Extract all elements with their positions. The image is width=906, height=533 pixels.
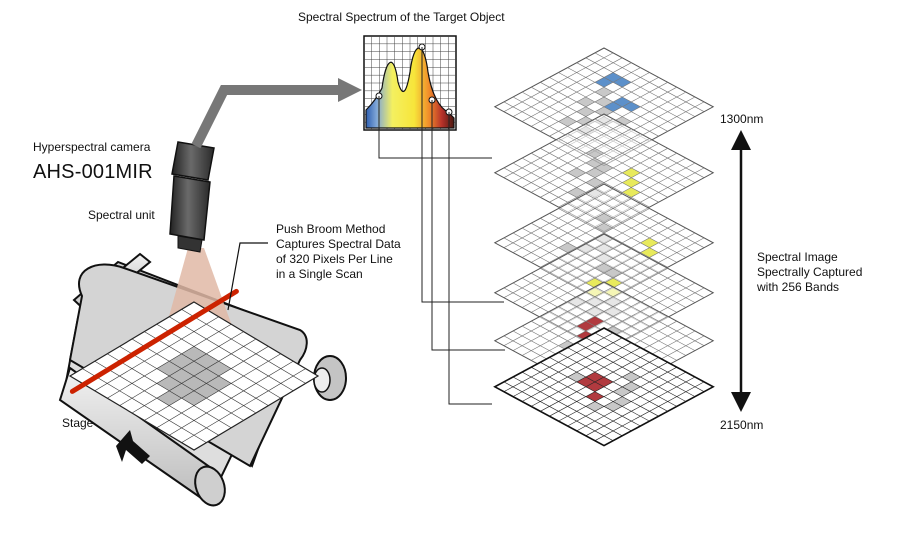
spectral-image-line-2: Spectrally Captured <box>757 265 863 279</box>
stage-label: Stage <box>62 416 94 430</box>
camera-to-spectrum-arrow <box>191 85 340 149</box>
direction-arrow-icon <box>116 430 150 464</box>
scan-line <box>69 288 239 394</box>
wavelength-top-label: 1300nm <box>720 112 764 126</box>
spectral-band-stack <box>493 47 715 447</box>
camera-type-label: Hyperspectral camera <box>33 140 151 154</box>
band-leader-lines <box>378 47 505 405</box>
camera-model-label: AHS-001MIR <box>33 161 153 183</box>
spectral-image-line-1: Spectral Image <box>757 250 838 264</box>
push-broom-pointer <box>227 242 268 311</box>
hyperspectral-camera-icon <box>169 141 215 253</box>
spectral-band-6 <box>493 327 715 447</box>
sample-grid <box>68 288 320 451</box>
push-broom-label: Push Broom Method Captures Spectral Data… <box>276 222 436 282</box>
spectrum-title: Spectral Spectrum of the Target Object <box>298 10 505 24</box>
push-broom-line-1: Push Broom Method <box>276 222 386 236</box>
wavelength-bottom-label: 2150nm <box>720 418 764 432</box>
spectral-image-line-3: with 256 Bands <box>757 280 840 294</box>
spectrum-chart <box>363 35 457 131</box>
spectral-image-label: Spectral Image Spectrally Captured with … <box>757 250 897 295</box>
push-broom-line-4: in a Single Scan <box>276 267 363 281</box>
push-broom-line-3: of 320 Pixels Per Line <box>276 252 393 266</box>
push-broom-line-2: Captures Spectral Data <box>276 237 401 251</box>
spectral-unit-label: Spectral unit <box>88 208 155 222</box>
